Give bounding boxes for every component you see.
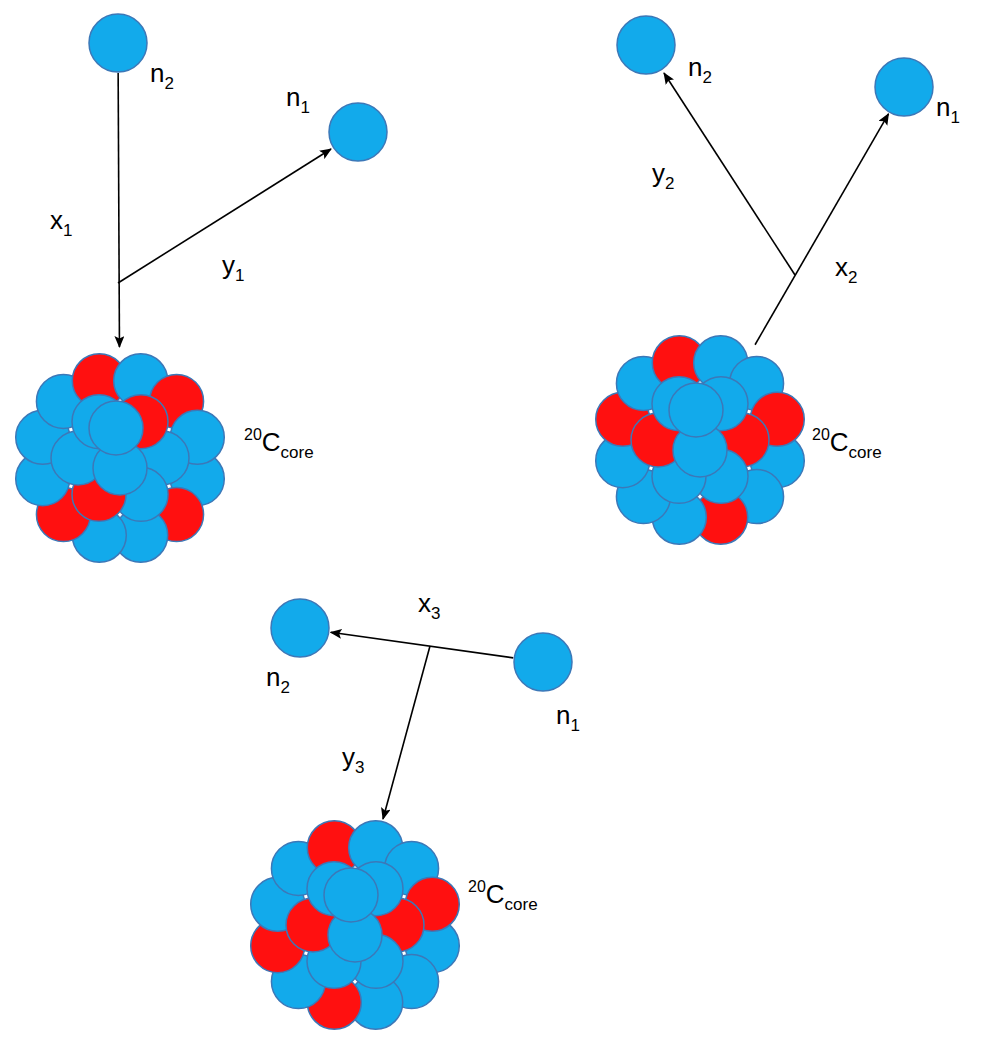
- symbol: x: [50, 205, 63, 235]
- symbol: y: [652, 158, 665, 188]
- nucleus-label: 20Ccore: [812, 420, 882, 468]
- coordinate-label: x1: [50, 205, 72, 246]
- coordinate-label: y2: [652, 158, 674, 199]
- symbol: C: [262, 427, 281, 457]
- neutron: n1: [328, 102, 388, 162]
- subscript: 2: [164, 74, 173, 93]
- jacobi-x-arrow: [118, 73, 119, 347]
- coordinate-label: x2: [835, 252, 857, 293]
- neutron-circle: [329, 103, 387, 161]
- symbol: n: [150, 58, 164, 88]
- nucleon: [89, 401, 143, 455]
- subscript: core: [505, 895, 538, 914]
- nucleon: [324, 868, 378, 922]
- neutron: n2: [88, 13, 148, 73]
- nucleus-drawing: [10, 348, 230, 568]
- neutron-circle: [616, 15, 676, 75]
- neutron-label: n1: [286, 82, 310, 123]
- jacobi-y-arrow: [664, 73, 795, 275]
- subscript: 1: [235, 266, 244, 285]
- coordinate-label: y3: [342, 742, 364, 783]
- mass-number: 20: [244, 426, 262, 443]
- neutron-circle: [514, 633, 572, 691]
- subscript: core: [281, 443, 314, 462]
- coordinate-label: x3: [418, 588, 440, 629]
- core-nucleus: 20Ccore: [245, 815, 465, 1035]
- symbol: n: [936, 92, 950, 122]
- core-nucleus: 20Ccore: [590, 330, 810, 550]
- jacobi-x-arrow: [331, 632, 514, 658]
- subscript: 3: [355, 758, 364, 777]
- jacobi-y-arrow: [383, 646, 430, 819]
- subscript: 1: [570, 716, 579, 735]
- neutron-label: n1: [556, 700, 580, 741]
- neutron-circle: [271, 599, 329, 657]
- core-nucleus: 20Ccore: [10, 348, 230, 568]
- neutron: n1: [874, 57, 934, 117]
- mass-number: 20: [812, 426, 830, 443]
- neutron-circle: [874, 57, 934, 117]
- neutron-circle: [513, 632, 573, 692]
- jacobi-y-arrow: [118, 149, 331, 283]
- jacobi-x-arrow: [755, 114, 888, 345]
- symbol: y: [222, 250, 235, 280]
- subscript: 2: [280, 678, 289, 697]
- neutron-circle: [328, 102, 388, 162]
- neutron-circle: [617, 16, 675, 74]
- neutron: n2: [270, 598, 330, 658]
- symbol: n: [266, 662, 280, 692]
- neutron-circle: [270, 598, 330, 658]
- symbol: y: [342, 742, 355, 772]
- neutron-label: n2: [688, 52, 712, 93]
- subscript: 3: [431, 604, 440, 623]
- subscript: 1: [950, 108, 959, 127]
- subscript: 2: [665, 174, 674, 193]
- mass-number: 20: [468, 878, 486, 895]
- neutron-label: n1: [936, 92, 960, 133]
- neutron-circle: [875, 58, 933, 116]
- symbol: C: [830, 427, 849, 457]
- neutron-label: n2: [266, 662, 290, 703]
- neutron: n1: [513, 632, 573, 692]
- subscript: 1: [63, 221, 72, 240]
- nucleon: [669, 383, 723, 437]
- nucleus-label: 20Ccore: [468, 872, 538, 920]
- neutron: n2: [616, 15, 676, 75]
- coordinate-label: y1: [222, 250, 244, 291]
- subscript: core: [849, 443, 882, 462]
- symbol: C: [486, 879, 505, 909]
- nucleus-drawing: [245, 815, 465, 1035]
- symbol: x: [835, 252, 848, 282]
- neutron-circle: [88, 13, 148, 73]
- subscript: 2: [848, 268, 857, 287]
- symbol: n: [688, 52, 702, 82]
- subscript: 1: [300, 98, 309, 117]
- nucleus-label: 20Ccore: [244, 420, 314, 468]
- symbol: x: [418, 588, 431, 618]
- symbol: n: [286, 82, 300, 112]
- neutron-label: n2: [150, 58, 174, 99]
- subscript: 2: [702, 68, 711, 87]
- nucleus-drawing: [590, 330, 810, 550]
- neutron-circle: [89, 14, 147, 72]
- symbol: n: [556, 700, 570, 730]
